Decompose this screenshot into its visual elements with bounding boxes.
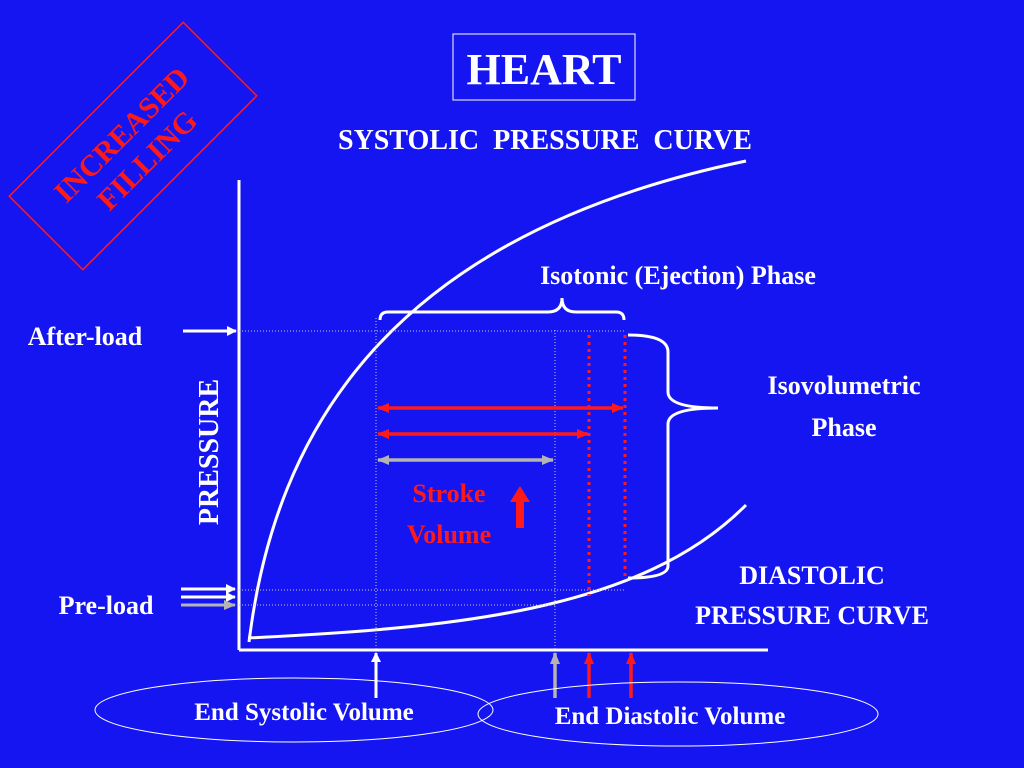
diastolic-curve <box>247 503 748 640</box>
end-diastolic-ellipse <box>477 681 879 747</box>
afterload-label: After-load <box>28 322 143 351</box>
diastolic-curve-label-line2: PRESSURE CURVE <box>695 601 929 630</box>
title-box <box>452 33 636 101</box>
stroke-volume-label-line1: Stroke <box>412 479 485 508</box>
diastolic-curve-label-line1: DIASTOLIC <box>739 561 884 590</box>
systolic-curve-label: SYSTOLIC PRESSURE CURVE <box>338 125 752 156</box>
stamp-border <box>8 21 258 271</box>
increased-filling-stamp: INCREASED FILLING <box>8 21 258 271</box>
increase-up-arrow <box>510 486 530 528</box>
guide-lines <box>239 318 625 650</box>
title: HEART <box>467 45 622 94</box>
isovolumetric-phase-label-line1: Isovolumetric <box>767 371 920 400</box>
isovolumetric-brace <box>627 333 719 580</box>
end-systolic-volume-label: End Systolic Volume <box>194 699 414 726</box>
isotonic-phase-label: Isotonic (Ejection) Phase <box>540 261 816 290</box>
end-systolic-ellipse <box>94 677 494 743</box>
stroke-volume-label-line2: Volume <box>407 520 491 549</box>
preload-label: Pre-load <box>59 591 154 620</box>
systolic-curve <box>247 159 747 643</box>
increase-arrow-head <box>510 486 530 502</box>
isotonic-brace <box>378 297 626 321</box>
increase-arrow-shaft <box>516 500 524 528</box>
end-diastolic-volume-label: End Diastolic Volume <box>555 703 786 730</box>
y-axis-label: PRESSURE <box>194 379 225 525</box>
isovolumetric-phase-label-line2: Phase <box>812 413 877 442</box>
